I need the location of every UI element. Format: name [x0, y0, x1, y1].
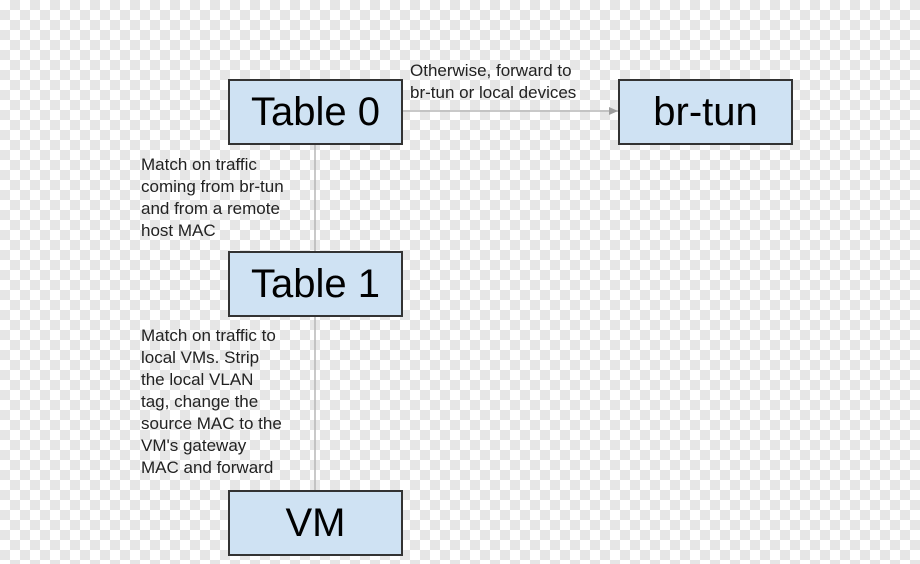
node-br-tun-label: br-tun	[653, 90, 758, 134]
node-vm: VM	[228, 490, 403, 556]
edge-label-line: coming from br-tun	[141, 177, 284, 196]
edge-label-line: Match on traffic to	[141, 326, 276, 345]
edge-label-match-local: Match on traffic to local VMs. Strip the…	[141, 325, 282, 479]
node-table-1-label: Table 1	[251, 262, 380, 306]
edge-label-otherwise: Otherwise, forward to br-tun or local de…	[410, 60, 576, 104]
edge-label-line: the local VLAN	[141, 370, 254, 389]
edge-label-line: source MAC to the	[141, 414, 282, 433]
edge-label-line: and from a remote	[141, 199, 280, 218]
node-table-1: Table 1	[228, 251, 403, 317]
edge-label-match-brtun: Match on traffic coming from br-tun and …	[141, 154, 284, 242]
edge-label-line: br-tun or local devices	[410, 83, 577, 102]
edge-label-line: host MAC	[141, 221, 216, 240]
edge-label-line: tag, change the	[141, 392, 259, 411]
edge-label-line: Match on traffic	[141, 155, 257, 174]
edge-label-line: MAC and forward	[141, 458, 274, 477]
edge-label-line: Otherwise, forward to	[410, 61, 572, 80]
node-table-0: Table 0	[228, 79, 403, 145]
node-table-0-label: Table 0	[251, 90, 380, 134]
edge-label-line: VM's gateway	[141, 436, 247, 455]
node-br-tun: br-tun	[618, 79, 793, 145]
node-vm-label: VM	[285, 501, 346, 545]
edge-label-line: local VMs. Strip	[141, 348, 260, 367]
